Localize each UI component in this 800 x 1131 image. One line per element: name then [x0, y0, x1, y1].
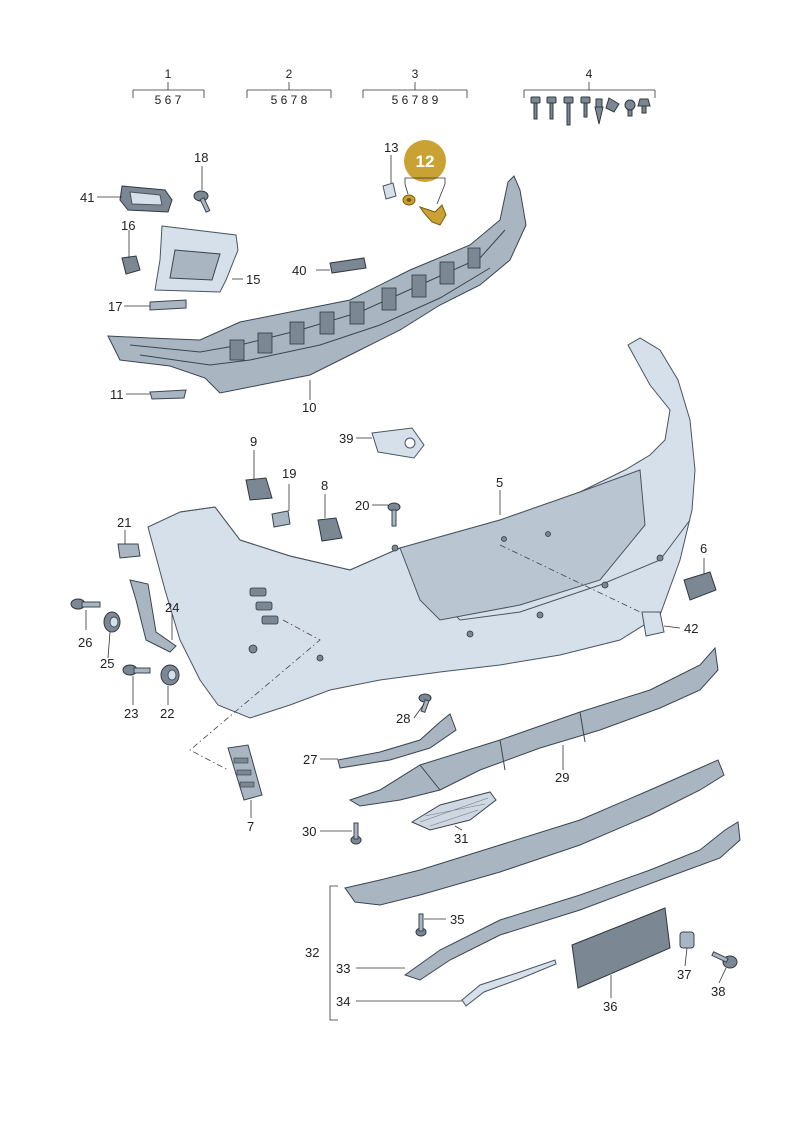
callout-5: 5 [496, 475, 503, 490]
callout-labels: 41 18 16 15 17 11 10 40 13 39 9 19 8 20 … [78, 140, 725, 1014]
part-28-screw [418, 693, 432, 713]
callout-32: 32 [305, 945, 319, 960]
callout-6: 6 [700, 541, 707, 556]
part-27-strip [337, 713, 457, 769]
callout-37: 37 [677, 967, 691, 982]
callout-31: 31 [454, 831, 468, 846]
callout-8: 8 [321, 478, 328, 493]
part-30-screw [350, 822, 362, 845]
part-37-nut [679, 931, 695, 949]
callout-27: 27 [303, 752, 317, 767]
assembly-lines [189, 544, 641, 771]
callout-36: 36 [603, 999, 617, 1014]
group-header-2: 2 5 6 7 8 [246, 67, 332, 107]
callout-10: 10 [302, 400, 316, 415]
part-8-bracket [317, 517, 343, 542]
part-7-reflector [227, 744, 263, 801]
callout-34: 34 [336, 994, 350, 1009]
part-25-sensor [103, 611, 121, 633]
callout-25: 25 [100, 656, 114, 671]
part-19-clip [271, 510, 291, 528]
callout-15: 15 [246, 272, 260, 287]
callout-19: 19 [282, 466, 296, 481]
callout-42: 42 [684, 621, 698, 636]
part-42-bracket [641, 611, 665, 637]
part-40-strip [329, 257, 367, 274]
part-11-strip [149, 389, 187, 400]
part-23-screw [122, 664, 151, 676]
callout-13: 13 [384, 140, 398, 155]
callout-leaders [85, 155, 727, 1002]
part-39-bracket [371, 427, 425, 459]
part-24-bracket [129, 579, 177, 653]
part-31-grille [410, 791, 497, 831]
callout-16: 16 [121, 218, 135, 233]
svg-text:2: 2 [286, 67, 293, 81]
callout-11: 11 [110, 387, 124, 402]
part-38-screw [711, 951, 738, 969]
callout-30: 30 [302, 824, 316, 839]
svg-text:3: 3 [412, 67, 419, 81]
svg-text:1: 1 [165, 67, 172, 81]
callout-24: 24 [165, 600, 179, 615]
part-41-bracket [119, 185, 173, 213]
part-12-bracket [402, 194, 447, 226]
callout-7: 7 [247, 819, 254, 834]
group-header-3: 3 5 6 7 8 9 [362, 67, 468, 107]
callout-41: 41 [80, 190, 94, 205]
callout-26: 26 [78, 635, 92, 650]
part-13-clip [382, 182, 397, 200]
part-35-screw [415, 913, 427, 937]
part-9-bracket [245, 477, 273, 501]
part-18-screw [193, 190, 211, 213]
part-22-sensor [160, 664, 180, 686]
part-17-strip [149, 299, 187, 311]
callout-33: 33 [336, 961, 350, 976]
callout-40: 40 [292, 263, 306, 278]
callout-22: 22 [160, 706, 174, 721]
group-header-4: 4 [523, 67, 656, 98]
callout-9: 9 [250, 434, 257, 449]
part-15-bracket [154, 225, 239, 293]
group-bracket-32 [329, 885, 338, 1021]
svg-text:4: 4 [586, 67, 593, 81]
svg-text:5 6 7 8 9: 5 6 7 8 9 [392, 93, 439, 107]
part-33-trim [403, 821, 741, 981]
group-header-1: 1 5 6 7 [132, 67, 205, 107]
part-20-screw [387, 502, 401, 527]
svg-text:12: 12 [416, 152, 435, 171]
part-16-clip [121, 255, 141, 275]
callout-20: 20 [355, 498, 369, 513]
part-34-strip [461, 959, 557, 1007]
part-32-trim-upper [344, 759, 725, 906]
callout-28: 28 [396, 711, 410, 726]
callout-23: 23 [124, 706, 138, 721]
part-21-clip [117, 543, 141, 559]
svg-text:5 6 7: 5 6 7 [155, 93, 182, 107]
callout-29: 29 [555, 770, 569, 785]
callout-21: 21 [117, 515, 131, 530]
highlight-callout-12[interactable]: 12 [404, 140, 446, 205]
part-36-plate [571, 907, 671, 989]
callout-18: 18 [194, 150, 208, 165]
part-26-screw [70, 598, 101, 610]
callout-35: 35 [450, 912, 464, 927]
fastener-set-icon [530, 96, 651, 126]
part-5-bumper-cover [147, 337, 696, 719]
part-29-diffuser [348, 646, 719, 807]
part-6-cap [683, 571, 717, 601]
part-10-bumper-carrier [107, 175, 527, 394]
callout-17: 17 [108, 299, 122, 314]
svg-text:5 6 7 8: 5 6 7 8 [271, 93, 308, 107]
callout-39: 39 [339, 431, 353, 446]
callout-38: 38 [711, 984, 725, 999]
